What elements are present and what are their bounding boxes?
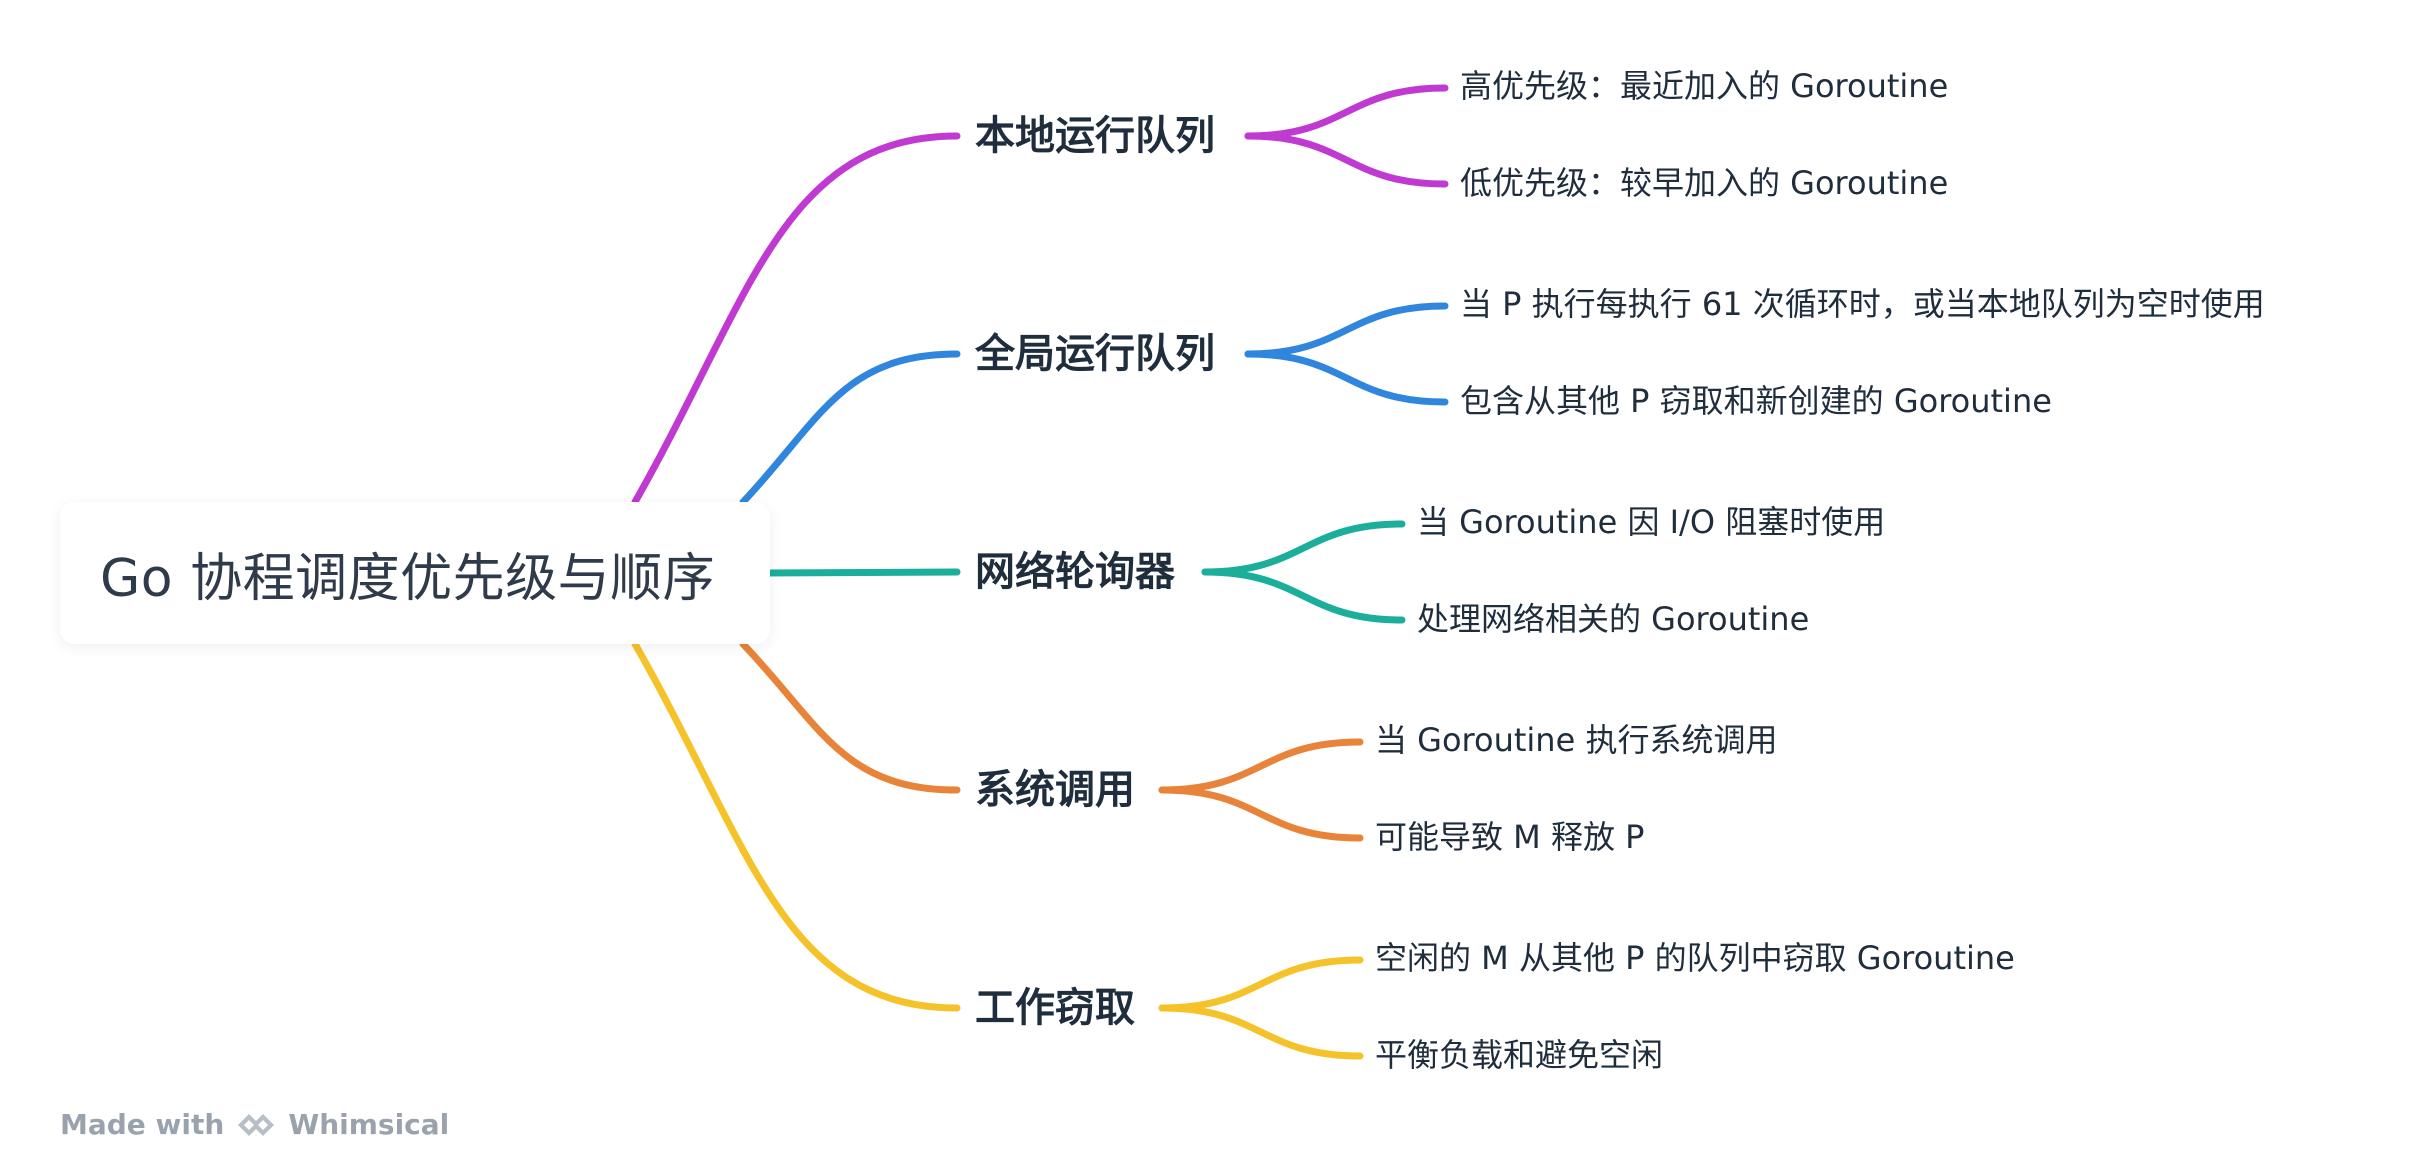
leaf-label[interactable]: 可能导致 M 释放 P <box>1375 818 1645 856</box>
leaf-connector <box>1158 786 1364 842</box>
leaf-connector <box>1158 1004 1364 1060</box>
root-connector <box>761 568 961 577</box>
leaf-label[interactable]: 包含从其他 P 窃取和新创建的 Goroutine <box>1460 382 2052 420</box>
root-connector <box>631 640 961 1012</box>
root-connector <box>739 350 961 506</box>
leaf-connector <box>1158 738 1364 794</box>
branch-label-local-run-queue[interactable]: 本地运行队列 <box>975 113 1215 159</box>
root-node[interactable]: Go 协程调度优先级与顺序 <box>60 502 770 644</box>
leaf-label[interactable]: 当 Goroutine 因 I/O 阻塞时使用 <box>1417 503 1886 541</box>
leaf-label[interactable]: 高优先级：最近加入的 Goroutine <box>1460 67 1949 105</box>
leaf-connector <box>1201 568 1406 624</box>
footer-made-with-whimsical[interactable]: Made with Whimsical <box>60 1108 449 1141</box>
leaf-label[interactable]: 处理网络相关的 Goroutine <box>1417 600 1810 638</box>
leaf-label[interactable]: 当 Goroutine 执行系统调用 <box>1375 721 1778 759</box>
whimsical-logo-icon <box>234 1110 278 1140</box>
branch-label-global-run-queue[interactable]: 全局运行队列 <box>975 331 1215 377</box>
leaf-connector <box>1244 132 1449 188</box>
leaf-label[interactable]: 平衡负载和避免空闲 <box>1375 1036 1664 1074</box>
leaf-label[interactable]: 空闲的 M 从其他 P 的队列中窃取 Goroutine <box>1375 939 2015 977</box>
leaf-connector <box>1244 302 1449 358</box>
leaf-label[interactable]: 低优先级：较早加入的 Goroutine <box>1460 164 1949 202</box>
branch-label-work-stealing[interactable]: 工作窃取 <box>975 985 1135 1031</box>
leaf-connector <box>1201 520 1406 576</box>
footer-brand-text: Whimsical <box>288 1108 450 1141</box>
leaf-connector <box>1158 956 1364 1012</box>
leaf-connector <box>1244 84 1449 140</box>
root-connector <box>631 132 961 506</box>
leaf-connector <box>1244 350 1449 406</box>
footer-made-with-text: Made with <box>60 1108 225 1141</box>
root-title: Go 协程调度优先级与顺序 <box>100 548 716 609</box>
root-connector <box>739 640 961 794</box>
branch-label-system-call[interactable]: 系统调用 <box>975 767 1135 813</box>
leaf-label[interactable]: 当 P 执行每执行 61 次循环时，或当本地队列为空时使用 <box>1460 285 2265 323</box>
branch-label-network-poller[interactable]: 网络轮询器 <box>975 549 1175 595</box>
